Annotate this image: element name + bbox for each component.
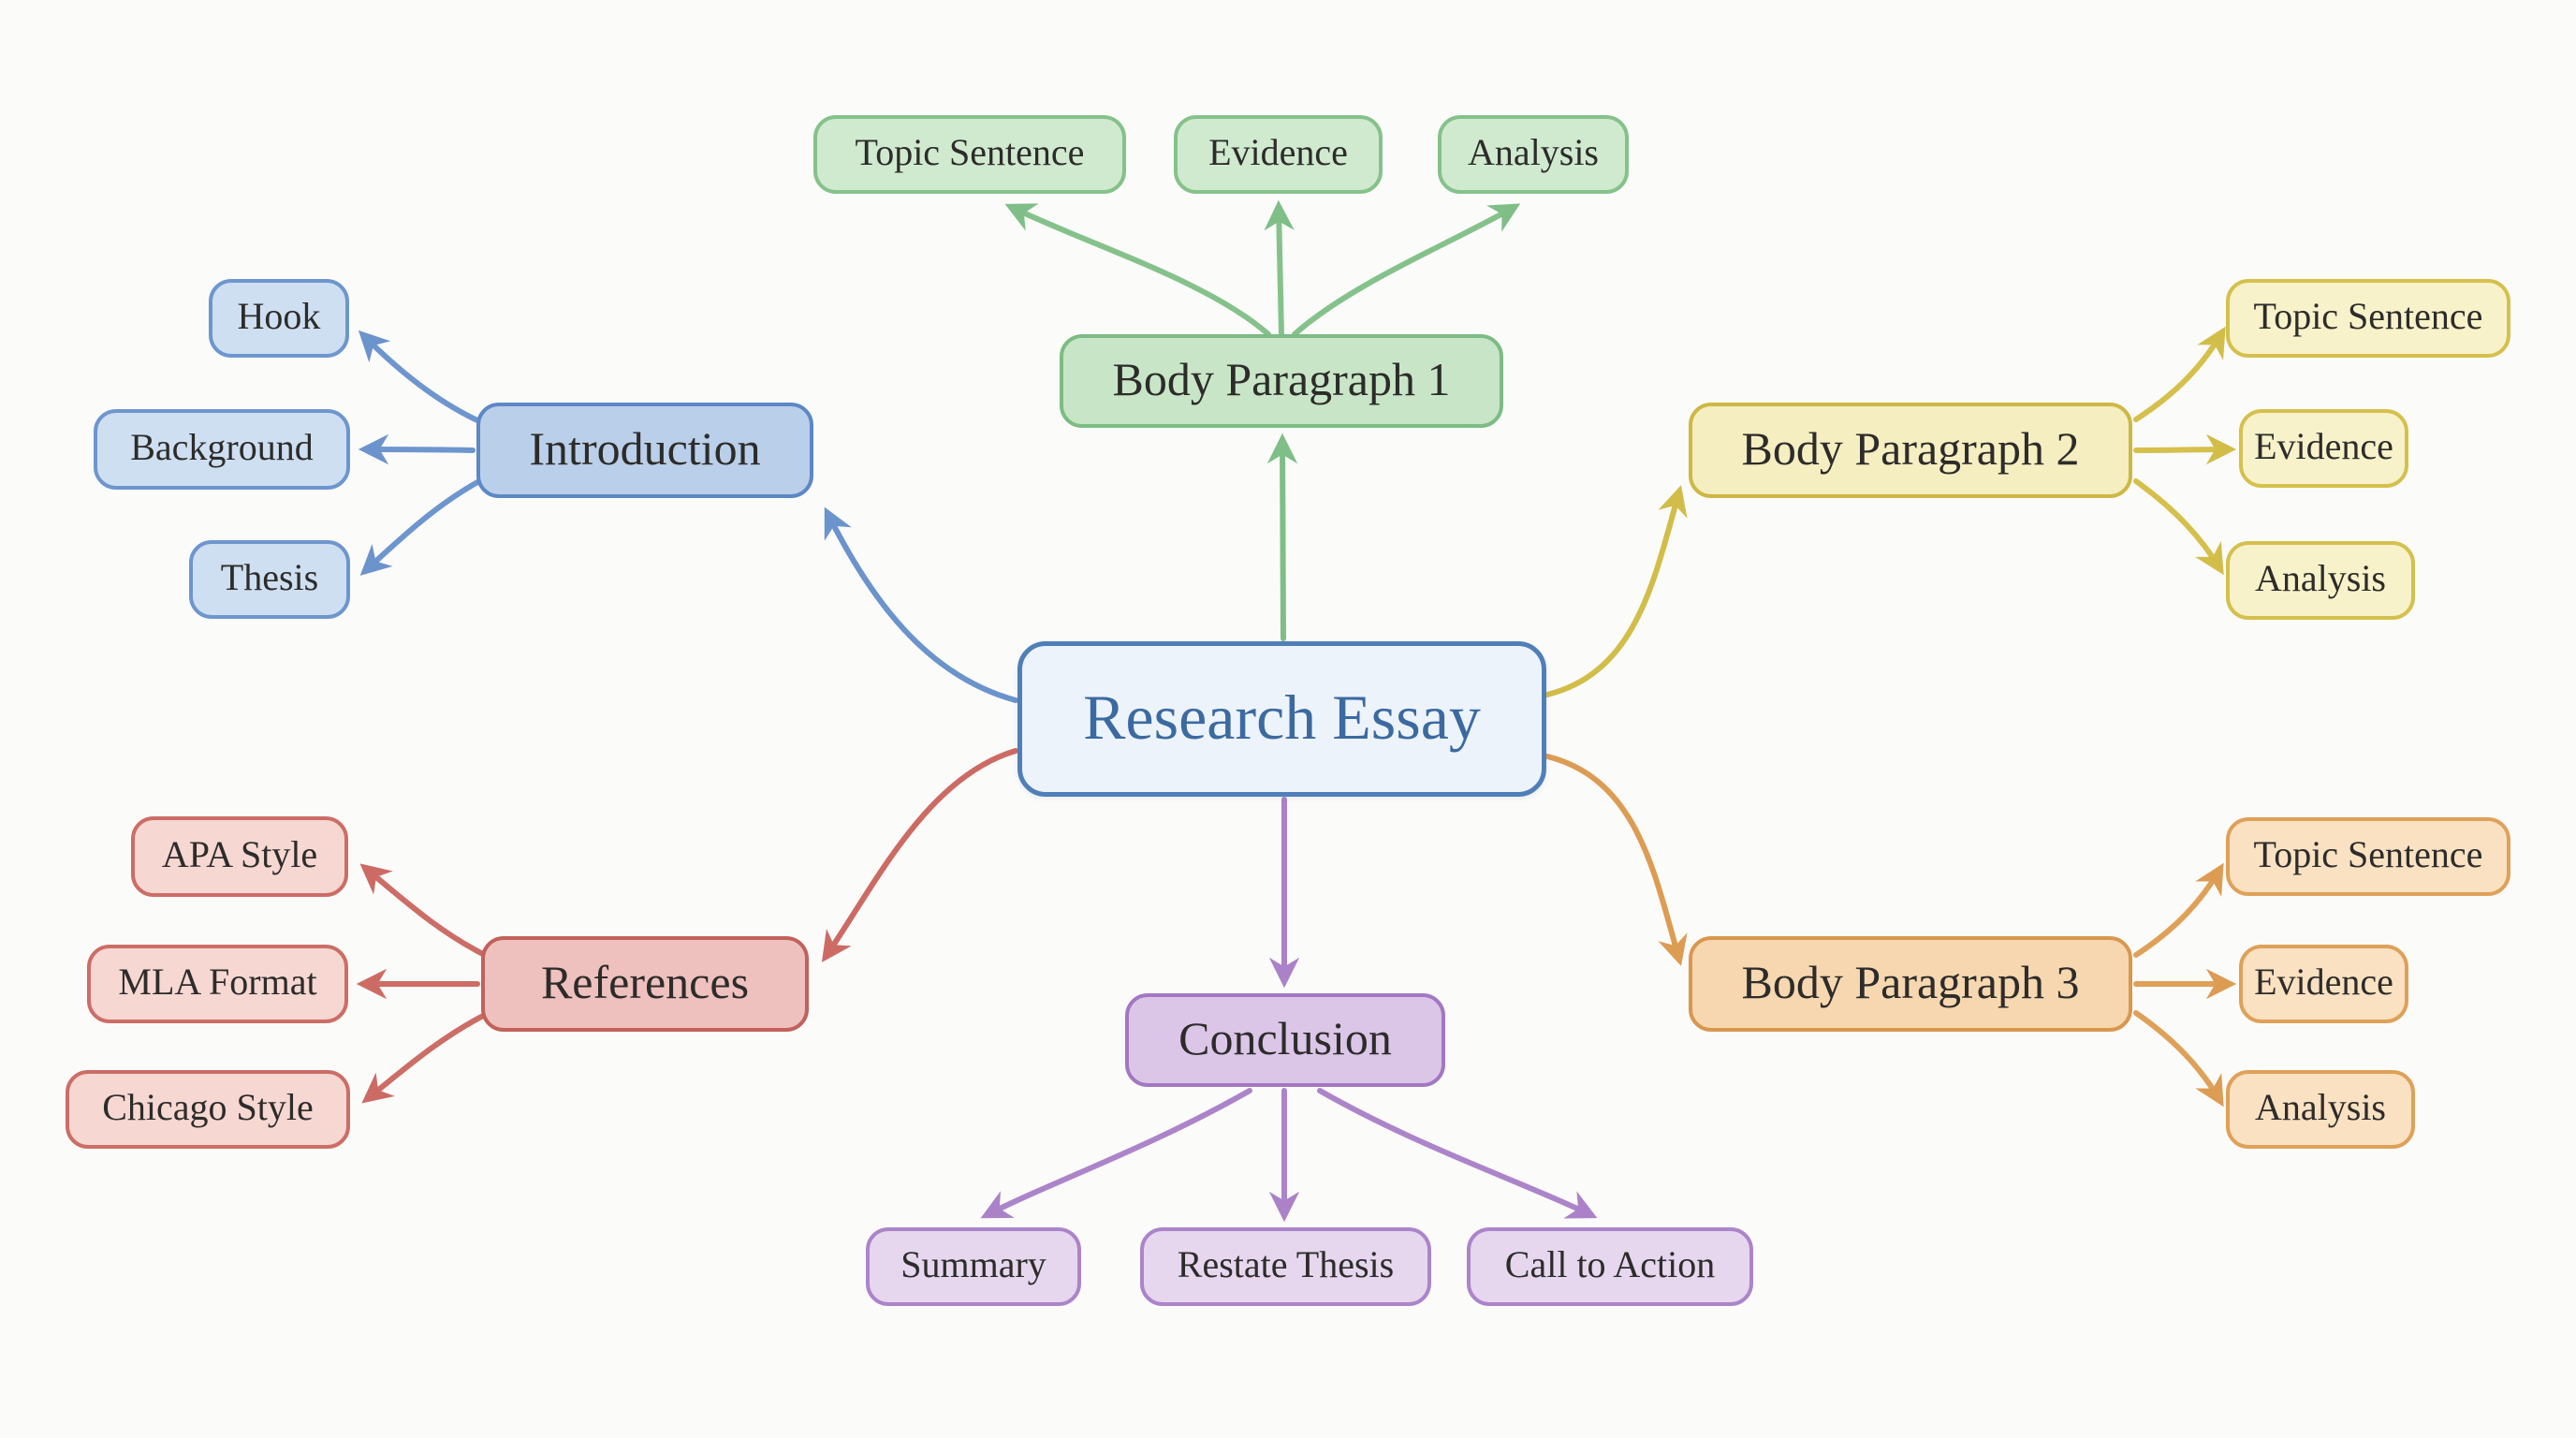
- edge-introduction-background: [358, 433, 476, 465]
- edge-conclusion-summary: [980, 1088, 1252, 1219]
- node-conclusion-call-to-action: Call to Action: [1467, 1227, 1753, 1306]
- node-conclusion: Conclusion: [1125, 993, 1445, 1087]
- node-body-paragraph-1: Body Paragraph 1: [1060, 334, 1503, 428]
- node-bp2-topic-sentence: Topic Sentence: [2226, 279, 2510, 358]
- node-bp2-analysis: Analysis: [2226, 541, 2415, 620]
- node-bp3-topic-sentence: Topic Sentence: [2226, 817, 2510, 896]
- node-ref-apa-style: APA Style: [131, 816, 348, 897]
- node-references: References: [481, 936, 809, 1032]
- node-intro-thesis: Thesis: [189, 540, 350, 619]
- node-intro-hook: Hook: [209, 279, 349, 358]
- node-conclusion-summary: Summary: [866, 1227, 1081, 1306]
- node-body-paragraph-2: Body Paragraph 2: [1689, 403, 2132, 498]
- node-conclusion-restate-thesis: Restate Thesis: [1140, 1227, 1431, 1306]
- edge-introduction-thesis: [359, 478, 482, 576]
- node-body-paragraph-3: Body Paragraph 3: [1689, 936, 2132, 1032]
- node-bp3-analysis: Analysis: [2226, 1070, 2415, 1149]
- edge-root-references: [821, 748, 1018, 962]
- edge-bp3-topic-sentence: [2133, 862, 2224, 958]
- edge-bp1-evidence: [1264, 199, 1295, 337]
- node-intro-background: Background: [94, 409, 350, 490]
- node-research-essay: Research Essay: [1017, 641, 1546, 797]
- edge-bp3-analysis: [2133, 1010, 2224, 1108]
- edge-references-apa-style: [359, 863, 488, 958]
- edge-introduction-hook: [358, 330, 482, 424]
- edge-conclusion-call-to-action: [1317, 1088, 1598, 1219]
- edge-bp1-analysis: [1292, 203, 1521, 337]
- node-bp2-evidence: Evidence: [2239, 409, 2408, 488]
- edge-root-introduction: [824, 506, 1018, 703]
- node-introduction: Introduction: [476, 403, 813, 498]
- node-bp1-analysis: Analysis: [1438, 115, 1629, 194]
- edge-bp2-evidence: [2133, 433, 2237, 465]
- edge-bp2-analysis: [2133, 478, 2224, 576]
- node-bp1-evidence: Evidence: [1174, 115, 1383, 194]
- edge-root-body-paragraph-2: [1544, 485, 1688, 697]
- edge-root-body-paragraph-1: [1266, 433, 1298, 641]
- node-ref-mla-format: MLA Format: [87, 945, 348, 1023]
- edge-root-body-paragraph-3: [1544, 754, 1688, 966]
- edge-bp2-topic-sentence: [2133, 326, 2226, 422]
- edge-bp1-topic-sentence: [1004, 203, 1271, 337]
- node-ref-chicago-style: Chicago Style: [66, 1070, 350, 1149]
- node-bp1-topic-sentence: Topic Sentence: [813, 115, 1126, 194]
- edge-references-chicago-style: [361, 1012, 488, 1104]
- node-bp3-evidence: Evidence: [2239, 945, 2408, 1023]
